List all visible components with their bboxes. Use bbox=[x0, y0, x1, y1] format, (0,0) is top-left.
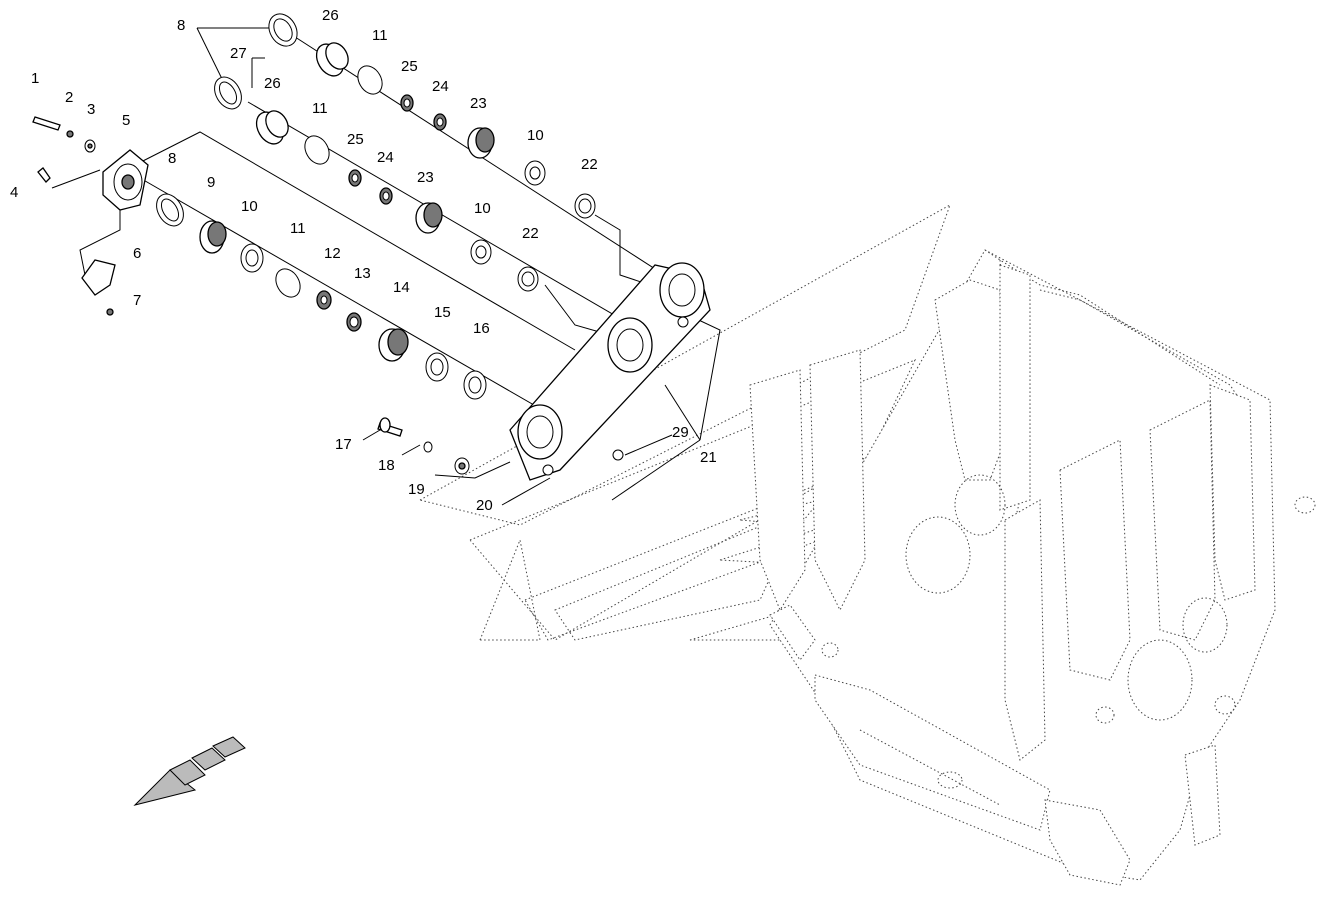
callout-23-top: 23 bbox=[470, 95, 487, 112]
callout-24-top: 24 bbox=[432, 78, 449, 95]
callout-14: 14 bbox=[393, 279, 410, 296]
callout-3: 3 bbox=[87, 101, 95, 118]
callout-17: 17 bbox=[335, 436, 352, 453]
callout-10-bottom: 10 bbox=[241, 198, 258, 215]
callout-10-middle: 10 bbox=[474, 200, 491, 217]
callout-8-left: 8 bbox=[168, 150, 176, 167]
callout-7: 7 bbox=[133, 292, 141, 309]
callout-26-top: 26 bbox=[322, 7, 339, 24]
parts bbox=[32, 13, 711, 481]
callout-20: 20 bbox=[476, 497, 493, 514]
callout-13: 13 bbox=[354, 265, 371, 282]
callout-6: 6 bbox=[133, 245, 141, 262]
callout-23-middle: 23 bbox=[417, 169, 434, 186]
callout-11-top: 11 bbox=[372, 27, 388, 44]
callout-2: 2 bbox=[65, 89, 73, 106]
callout-9: 9 bbox=[207, 174, 215, 191]
callout-22-top: 22 bbox=[581, 156, 598, 173]
callout-22-middle: 22 bbox=[522, 225, 539, 242]
callout-18: 18 bbox=[378, 457, 395, 474]
callout-1: 1 bbox=[31, 70, 39, 87]
callout-10-top: 10 bbox=[527, 127, 544, 144]
callout-11-middle: 11 bbox=[312, 100, 328, 117]
callout-21: 21 bbox=[700, 449, 717, 466]
callout-11-bottom: 11 bbox=[290, 220, 306, 237]
callout-labels: 1 2 3 4 5 6 7 8 8 9 10 10 10 11 11 11 12… bbox=[10, 7, 717, 514]
callout-15: 15 bbox=[434, 304, 451, 321]
callout-5: 5 bbox=[122, 112, 130, 129]
callout-26-middle: 26 bbox=[264, 75, 281, 92]
callout-19: 19 bbox=[408, 481, 425, 498]
leader-lines bbox=[51, 27, 721, 506]
callout-25-top: 25 bbox=[401, 58, 418, 75]
callout-24-middle: 24 bbox=[377, 149, 394, 166]
callout-29: 29 bbox=[672, 424, 689, 441]
callout-4: 4 bbox=[10, 184, 18, 201]
chassis-frame bbox=[418, 203, 1316, 886]
callout-16: 16 bbox=[473, 320, 490, 337]
callout-8-top: 8 bbox=[177, 17, 185, 34]
direction-arrow-icon bbox=[133, 736, 246, 806]
callout-27: 27 bbox=[230, 45, 247, 62]
callout-12: 12 bbox=[324, 245, 341, 262]
callout-25-middle: 25 bbox=[347, 131, 364, 148]
